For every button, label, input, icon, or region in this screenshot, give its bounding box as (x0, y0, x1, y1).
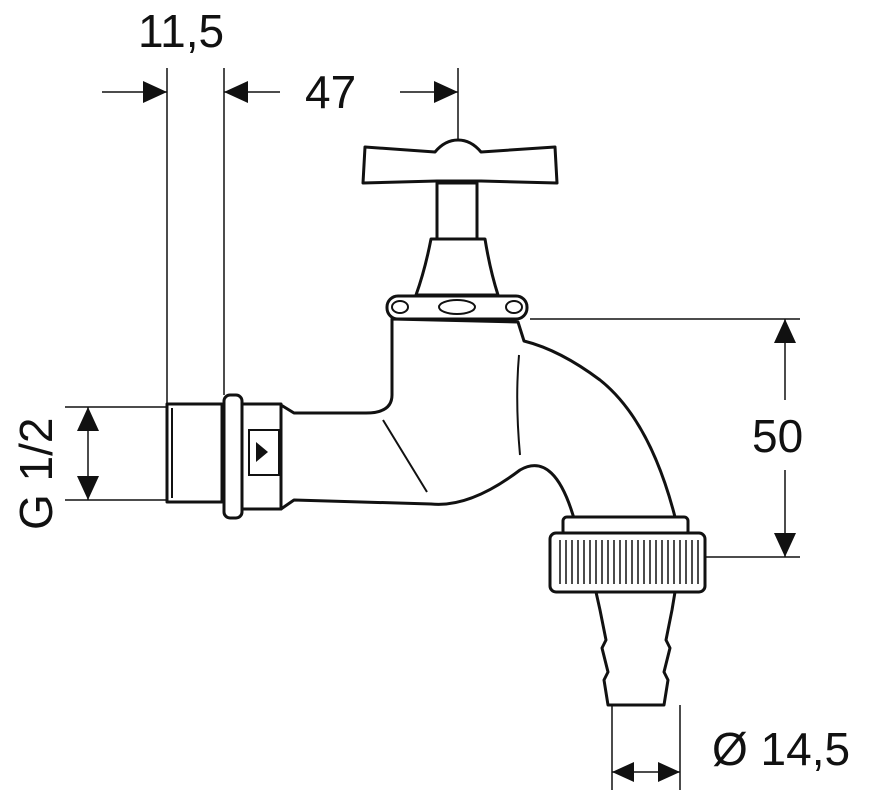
dimension-lines (65, 68, 800, 790)
arrow-icon (77, 407, 99, 431)
hose-barb (594, 590, 677, 707)
knurled-nut (548, 531, 707, 594)
arrow-icon (77, 476, 99, 500)
knurling (559, 540, 699, 584)
stem (435, 181, 479, 241)
flow-arrow-icon (256, 442, 268, 462)
hex-nut (240, 402, 283, 511)
screw-hole (505, 300, 523, 314)
arrow-icon (774, 319, 796, 343)
label-hose-diameter: Ø 14,5 (712, 723, 850, 775)
label-flange-width: 11,5 (138, 5, 224, 57)
cross-handle-icon (361, 138, 559, 185)
screw-hole (391, 300, 409, 314)
dimension-labels: 11,5 47 50 G 1/2 Ø 14,5 (10, 5, 850, 775)
label-handle-offset: 47 (305, 66, 356, 118)
thread-connector (165, 402, 224, 504)
flange-center (438, 299, 476, 315)
label-thread: G 1/2 (10, 417, 62, 530)
arrow-icon (612, 762, 634, 782)
label-outlet-height: 50 (752, 410, 803, 462)
arrow-icon (143, 81, 167, 103)
arrow-icon (774, 533, 796, 557)
arrow-icon (224, 81, 248, 103)
bonnet-flange (385, 294, 529, 321)
faucet (165, 138, 707, 707)
arrow-icon (658, 762, 680, 782)
body-contour (516, 354, 521, 456)
body-contour (382, 419, 428, 493)
wall-flange (222, 393, 244, 520)
faucet-body (279, 317, 677, 524)
arrow-icon (434, 81, 458, 103)
bonnet (414, 237, 500, 297)
flow-indicator (248, 429, 280, 476)
